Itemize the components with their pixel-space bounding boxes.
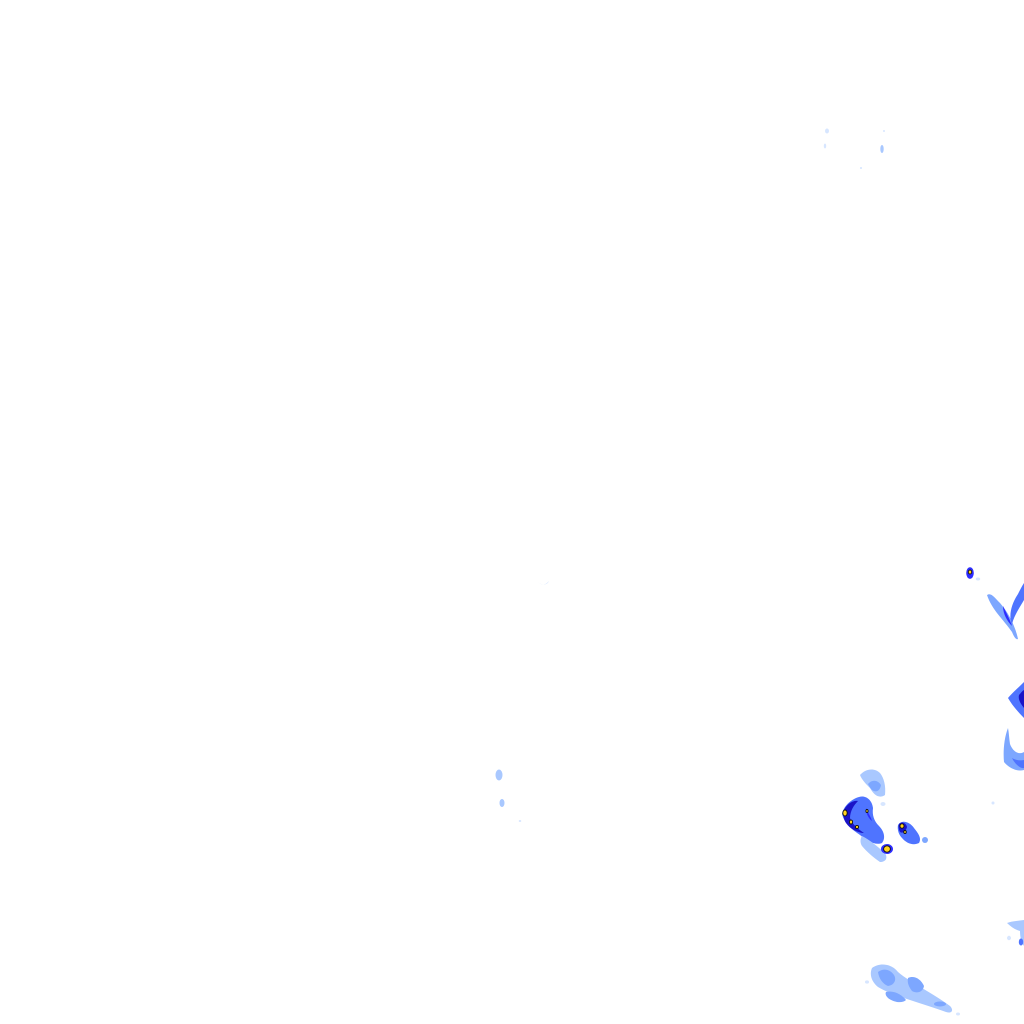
radar-echo xyxy=(865,808,869,814)
radar-echo xyxy=(1018,690,1024,708)
radar-echo xyxy=(991,801,995,805)
south-east-cluster xyxy=(842,769,928,862)
radar-echo xyxy=(860,836,887,862)
radar-echo xyxy=(842,796,885,844)
radar-echo xyxy=(538,581,549,585)
radar-echo xyxy=(934,1001,946,1007)
radar-echo xyxy=(967,569,973,575)
bottom-south-east-band xyxy=(865,964,960,1016)
radar-echo xyxy=(1007,935,1011,941)
radar-echo xyxy=(1008,682,1024,718)
top-right-faint-specks xyxy=(823,128,885,169)
center-faint-specks xyxy=(495,581,549,822)
radar-echo xyxy=(825,128,829,134)
radar-echo xyxy=(987,594,1018,640)
radar-echo xyxy=(883,845,891,853)
radar-echo xyxy=(880,802,886,806)
radar-echo xyxy=(903,830,907,834)
radar-echo xyxy=(883,130,885,132)
radar-echo xyxy=(1003,606,1012,626)
radar-echo xyxy=(1012,758,1024,769)
radar-echo xyxy=(865,980,869,984)
radar-echo xyxy=(854,824,860,830)
radar-echo xyxy=(518,820,522,822)
radar-echo xyxy=(868,780,881,792)
radar-echo xyxy=(922,837,928,843)
radar-echo xyxy=(1018,938,1024,946)
radar-echo xyxy=(499,799,505,807)
radar-echo xyxy=(878,969,896,986)
radar-echo xyxy=(866,808,872,821)
radar-echo xyxy=(975,577,981,581)
radar-echo xyxy=(1010,583,1024,625)
radar-echo xyxy=(956,1012,960,1016)
radar-echo xyxy=(843,800,864,833)
radar-echo xyxy=(495,769,503,781)
radar-echo xyxy=(899,823,905,829)
radar-echo xyxy=(1007,920,1024,946)
radar-echo xyxy=(859,167,863,169)
radar-echo xyxy=(823,143,827,149)
radar-echo xyxy=(848,819,854,825)
right-edge-echoes xyxy=(966,567,1024,946)
radar-echo xyxy=(1003,728,1024,771)
radar-echo xyxy=(907,976,924,993)
radar-echo xyxy=(842,809,848,817)
radar-echo xyxy=(885,991,906,1003)
radar-echo xyxy=(880,145,884,153)
